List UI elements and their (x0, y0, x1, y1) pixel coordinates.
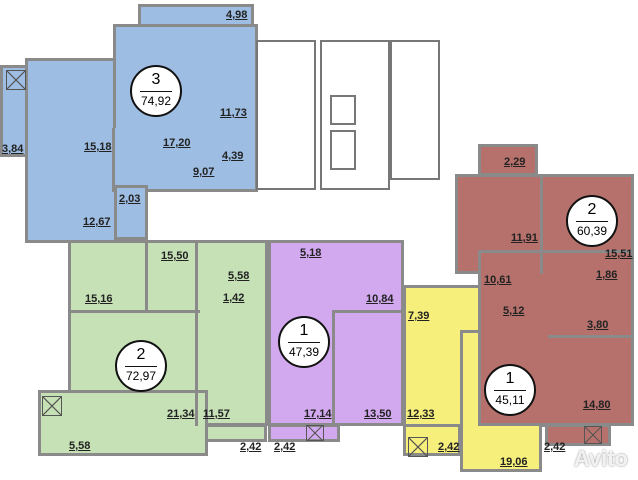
ventilation-icon (584, 426, 602, 444)
room-area: 5,58 (69, 440, 91, 452)
room-area: 13,50 (364, 408, 392, 420)
room-area: 21,34 (167, 408, 195, 420)
stairwell (256, 40, 316, 190)
apt-1-balcony (268, 424, 340, 442)
apt-3-wc (114, 185, 148, 240)
room-area: 12,67 (83, 216, 111, 228)
total-area: 47,39 (288, 345, 320, 359)
total-area: 74,92 (140, 94, 172, 108)
room-area: 11,73 (220, 107, 247, 119)
room-area: 7,39 (408, 310, 430, 322)
total-area: 60,39 (576, 224, 608, 238)
room-area: 19,06 (500, 456, 528, 468)
room-area: 2,42 (438, 441, 460, 453)
ventilation-icon (42, 396, 62, 416)
room-area: 14,80 (583, 399, 611, 411)
room-count: 3 (140, 69, 172, 92)
room-area: 2,03 (119, 193, 141, 205)
apt-3-room (112, 128, 184, 192)
room-area: 11,91 (511, 232, 538, 244)
ventilation-icon (6, 70, 26, 90)
apt-2-balcony-small (205, 424, 267, 442)
elevator (330, 130, 356, 170)
watermark: Avito (573, 446, 628, 471)
room-area: 17,20 (163, 137, 191, 149)
apt-2b-balcony-top (478, 144, 538, 176)
room-area: 4,98 (226, 9, 248, 21)
room-area: 3,80 (587, 319, 609, 331)
room-area: 12,33 (407, 408, 435, 420)
room-area: 15,50 (161, 250, 189, 262)
room-area: 5,12 (503, 305, 525, 317)
room-count: 2 (576, 199, 608, 222)
room-area: 3,84 (2, 143, 24, 155)
room-area: 5,18 (300, 247, 322, 259)
room-count: 1 (494, 368, 526, 391)
room-area: 15,18 (84, 141, 112, 153)
total-area: 72,97 (125, 369, 157, 383)
room-area: 11,57 (203, 408, 230, 420)
room-area: 9,07 (193, 166, 215, 178)
room-area: 2,42 (240, 441, 262, 453)
total-area: 45,11 (495, 393, 525, 407)
room-area: 1,42 (223, 292, 245, 304)
room-area: 10,61 (484, 274, 512, 286)
room-area: 2,29 (504, 156, 526, 168)
corridor (390, 40, 440, 180)
room-count: 1 (288, 320, 320, 343)
room-area: 5,58 (228, 270, 250, 282)
room-area: 1,86 (596, 269, 618, 281)
room-area: 15,51 (605, 248, 633, 260)
room-area: 15,16 (85, 293, 113, 305)
room-count: 2 (125, 344, 157, 367)
room-area: 10,84 (366, 293, 394, 305)
room-area: 17,14 (304, 408, 332, 420)
room-area: 2,42 (544, 441, 566, 453)
apt-2-balcony (38, 390, 208, 456)
elevator (330, 95, 356, 125)
room-area: 2,42 (274, 441, 296, 453)
ventilation-icon (408, 437, 428, 457)
room-area: 4,39 (222, 150, 244, 162)
ventilation-icon (306, 425, 324, 441)
